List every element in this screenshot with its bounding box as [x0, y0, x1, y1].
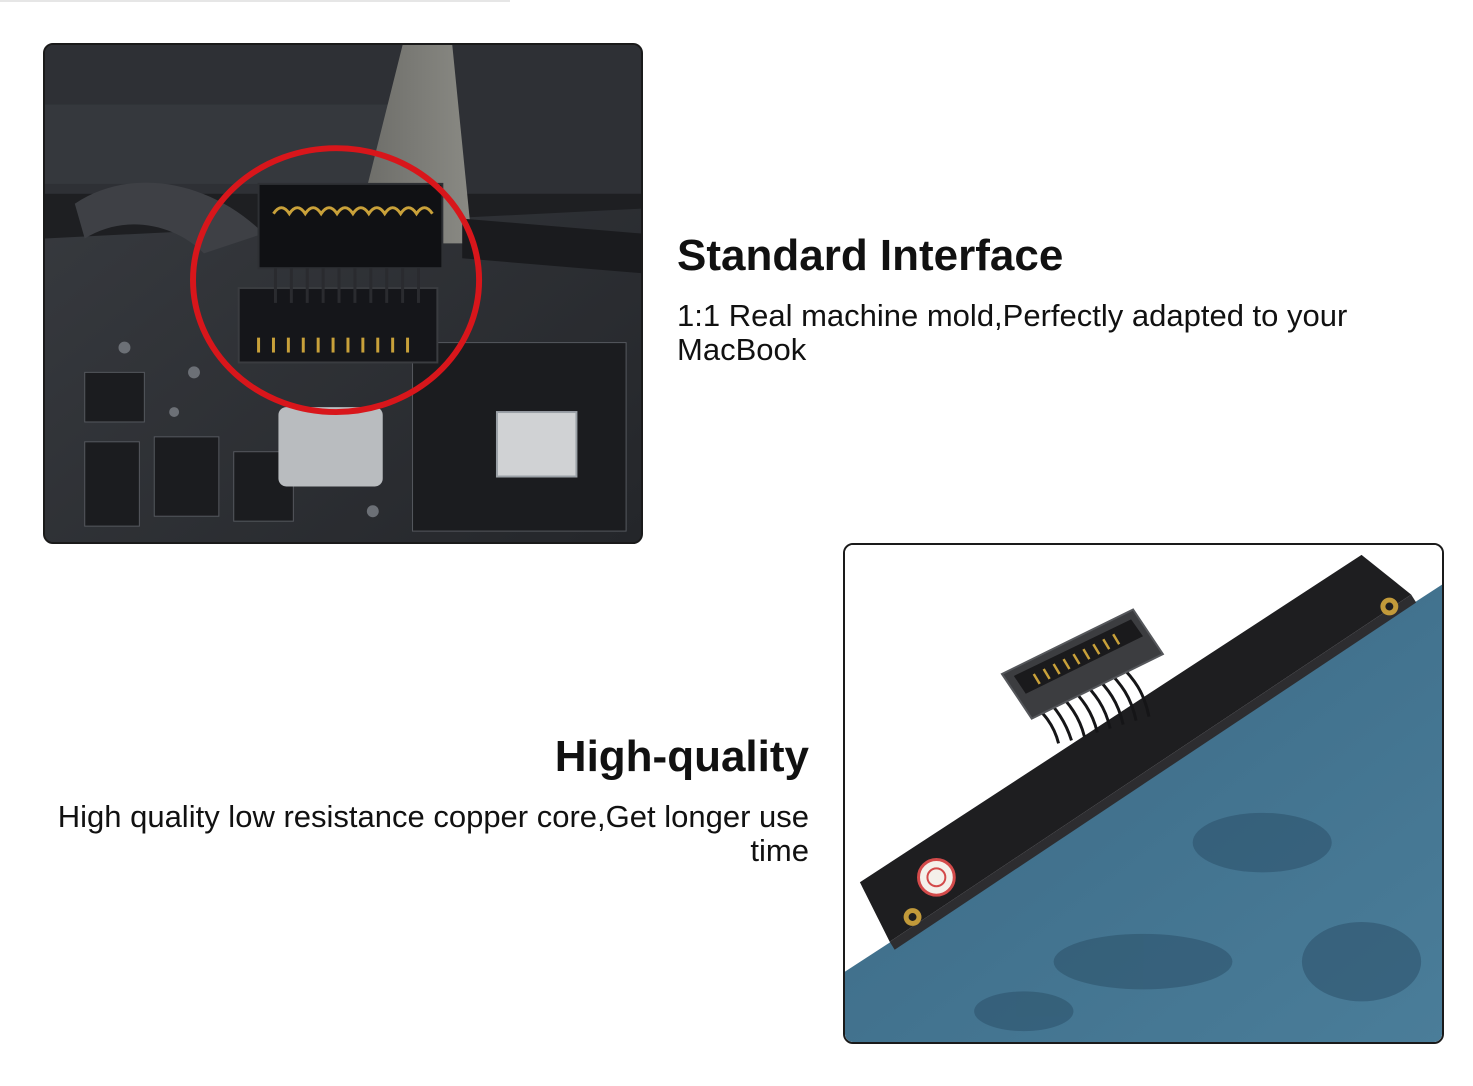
feature-description-interface: 1:1 Real machine mold,Perfectly adapted …: [677, 298, 1348, 367]
feature-title-quality: High-quality: [554, 732, 809, 781]
top-divider: [0, 0, 510, 2]
red-highlight-circle-icon: [190, 145, 483, 416]
feature-description-quality: High quality low resistance copper core,…: [57, 799, 809, 868]
feature-title-interface: Standard Interface: [677, 231, 1064, 280]
interface-photo: [43, 43, 643, 544]
battery-illustration: [845, 545, 1442, 1042]
connector-icon: [1000, 608, 1165, 720]
battery-photo: [843, 543, 1444, 1044]
logic-board-illustration: [45, 45, 641, 542]
warranty-seal-icon: [917, 857, 956, 897]
